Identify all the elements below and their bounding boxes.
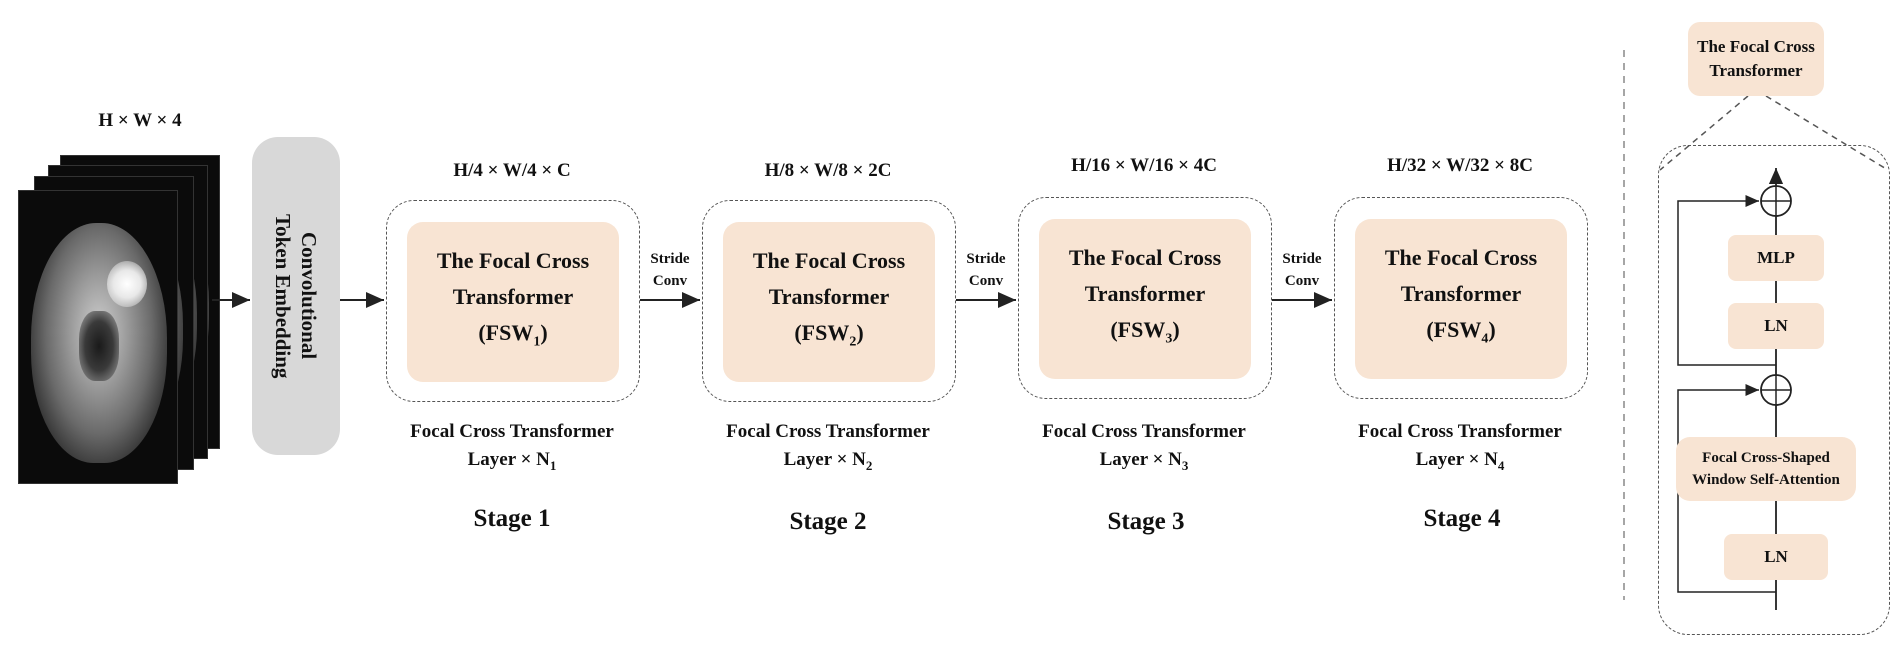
stage3-block-line1: The Focal Cross bbox=[1068, 245, 1222, 271]
stage2-block-line3: (FSW2) bbox=[794, 320, 864, 350]
layernorm-bottom-block: LN bbox=[1724, 534, 1828, 580]
stage1-block-line1: The Focal Cross bbox=[436, 248, 590, 274]
residual-skip-top bbox=[1677, 195, 1776, 366]
stage4-dims-label: H/32 × W/32 × 8C bbox=[1387, 155, 1533, 176]
input-dims-label: H × W × 4 bbox=[98, 110, 182, 131]
stage3-container bbox=[1018, 197, 1272, 399]
stage3-dims-label: H/16 × W/16 × 4C bbox=[1071, 155, 1217, 176]
embedding-label-line1: Convolutional bbox=[297, 232, 321, 360]
stage3-block-line2: Transformer bbox=[1084, 281, 1206, 307]
stage2-label: Stage 2 bbox=[789, 508, 867, 535]
stage1-block-line2: Transformer bbox=[452, 284, 574, 310]
stage4-container bbox=[1334, 197, 1588, 399]
stage4-label: Stage 4 bbox=[1423, 505, 1501, 532]
stage4-block-line1: The Focal Cross bbox=[1384, 245, 1538, 271]
stage3-block-line3: (FSW3) bbox=[1110, 317, 1180, 347]
stage1-dims-label: H/4 × W/4 × C bbox=[453, 160, 571, 181]
stage4-block-line3: (FSW4) bbox=[1426, 317, 1496, 347]
stage1-block-line3: (FSW1) bbox=[478, 320, 548, 350]
layernorm-top-block: LN bbox=[1728, 303, 1824, 349]
mri-slice-front bbox=[18, 190, 178, 484]
stage2-block-line2: Transformer bbox=[768, 284, 890, 310]
convolutional-token-embedding: Convolutional Token Embedding bbox=[252, 137, 340, 455]
mlp-block: MLP bbox=[1728, 235, 1824, 281]
zoom-line-right bbox=[1765, 95, 1889, 171]
stage2-block-line1: The Focal Cross bbox=[752, 248, 906, 274]
stage1-block: The Focal Cross Transformer (FSW1) bbox=[407, 222, 619, 382]
stage1-label: Stage 1 bbox=[473, 505, 551, 532]
embedding-label-line2: Token Embedding bbox=[271, 213, 295, 379]
stage3-block: The Focal Cross Transformer (FSW3) bbox=[1039, 219, 1251, 379]
zoom-line-left bbox=[1659, 95, 1749, 171]
stage3-label: Stage 3 bbox=[1107, 508, 1185, 535]
stage2-dims-label: H/8 × W/8 × 2C bbox=[764, 160, 892, 181]
stage2-container bbox=[702, 200, 956, 402]
stage2-block: The Focal Cross Transformer (FSW2) bbox=[723, 222, 935, 382]
stage4-block: The Focal Cross Transformer (FSW4) bbox=[1355, 219, 1567, 379]
detail-container bbox=[1658, 145, 1890, 635]
stage1-container bbox=[386, 200, 640, 402]
stage4-block-line2: Transformer bbox=[1400, 281, 1522, 307]
